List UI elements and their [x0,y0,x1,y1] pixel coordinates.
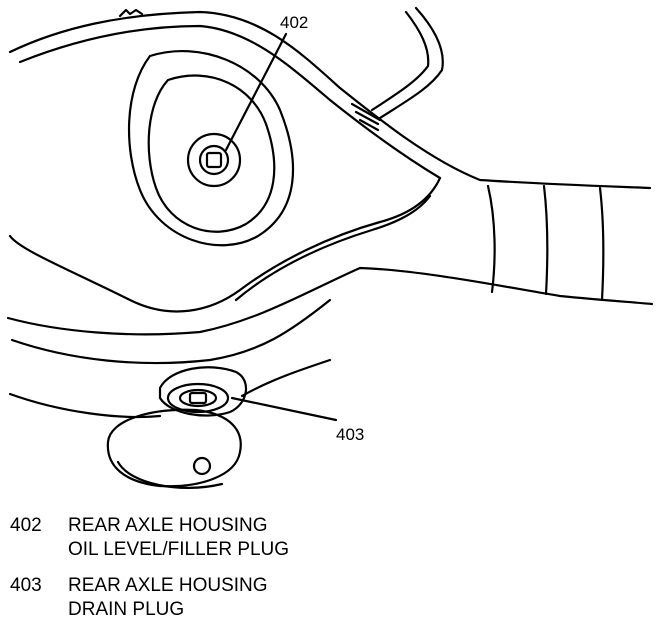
differential-cover-inner [147,74,276,233]
filler-plug-inner [198,144,230,176]
differential-cover-outer [127,49,295,247]
callout-402-label: 402 [280,13,308,32]
drain-plug-inner [178,388,218,408]
top-edge-detail [118,8,144,18]
tube-ring-2 [542,184,549,296]
drain-boss [158,366,247,417]
legend-number: 403 [10,575,42,596]
callout-403-label: 403 [336,425,364,444]
upper-bracket-inner [378,6,444,120]
bell-housing [8,176,442,313]
tube-ring-3 [598,186,605,302]
lower-bolt [192,456,212,476]
right-lower-line [240,358,332,398]
bell-inner [234,194,432,302]
legend-line: REAR AXLE HOUSING [68,575,268,596]
legend-line: DRAIN PLUG [68,599,185,620]
callout-403-leader [230,396,338,422]
left-edge-line [8,392,162,419]
legend-description: REAR AXLE HOUSING OIL LEVEL/FILLER PLUG [68,514,568,562]
lower-round-rim [116,460,224,489]
housing-inner-top [18,24,442,180]
housing-outline-top [8,10,652,190]
tube-ring-1 [486,184,496,294]
filler-plug-outer [186,132,242,188]
bracket-fastener [350,102,382,132]
housing-inner-bottom [10,298,332,365]
callout-402-leader [224,32,288,152]
drain-plug-outer [166,382,230,414]
legend-line: REAR AXLE HOUSING [68,515,268,536]
filler-plug-square [205,151,223,169]
upper-bracket [370,10,430,112]
legend-number: 402 [10,515,42,536]
drain-plug-square [188,391,208,405]
housing-outline-bottom [6,266,654,336]
legend-description: REAR AXLE HOUSING DRAIN PLUG [68,574,568,622]
legend-line: OIL LEVEL/FILLER PLUG [68,539,290,560]
lower-round-housing [106,408,242,488]
